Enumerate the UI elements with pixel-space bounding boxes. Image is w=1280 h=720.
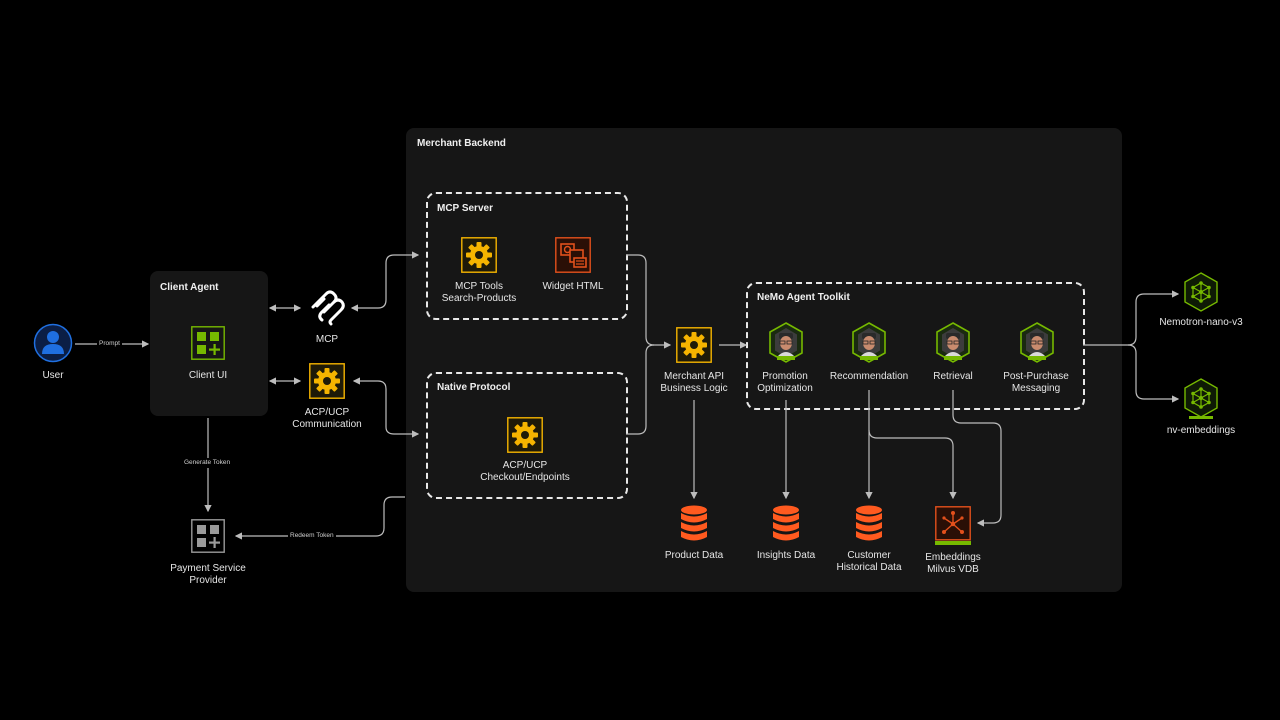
payment-provider-icon [191,519,225,558]
prompt-label: Prompt [97,339,122,349]
client-agent-panel [150,271,268,416]
client-ui-icon [191,326,225,365]
nemotron-model-icon [1183,272,1219,317]
agent-avatar-icon [768,322,804,369]
agent-avatar-icon [1019,322,1055,369]
client-ui-label: Client UI [188,370,228,381]
agent-retrieval-label: Retrieval [933,371,973,382]
acp-communication-label-2: Communication [292,419,362,430]
generate-token-label: Generate Token [182,458,233,468]
checkout-gear-icon [507,417,543,458]
nv-embeddings-label: nv-embeddings [1166,425,1236,436]
agent-post-purchase-label-2: Messaging [1011,383,1061,394]
nemotron-label: Nemotron-nano-v3 [1159,317,1243,328]
insights-data-label: Insights Data [756,550,816,561]
embeddings-label-2: Milvus VDB [927,564,979,575]
nemo-toolkit-title: NeMo Agent Toolkit [757,292,850,303]
mcp-server-group [426,192,628,320]
client-agent-title: Client Agent [160,282,219,293]
mcp-tools-label-2: Search-Products [441,293,517,304]
user-icon [33,323,73,368]
checkout-label-1: ACP/UCP [502,460,548,471]
vector-db-icon [935,506,971,551]
mcp-server-title: MCP Server [437,203,493,214]
payment-provider-label-1: Payment Service [170,563,246,574]
mcp-icon [309,290,345,331]
agent-avatar-icon [851,322,887,369]
agent-recommendation-label: Recommendation [829,371,909,382]
merchant-api-label-2: Business Logic [660,383,728,394]
database-icon [855,505,883,548]
mcp-tools-label-1: MCP Tools [455,281,503,292]
embeddings-model-icon [1183,378,1219,425]
redeem-token-label: Redeem Token [288,531,336,541]
customer-data-label-1: Customer [847,550,891,561]
merchant-api-label-1: Merchant API [663,371,725,382]
native-protocol-group [426,372,628,499]
database-icon [680,505,708,548]
agent-promotion-label-2: Optimization [757,383,813,394]
embeddings-label-1: Embeddings [925,552,981,563]
acp-communication-label-1: ACP/UCP [304,407,350,418]
user-label: User [42,370,64,381]
widget-html-label: Widget HTML [542,281,604,292]
native-protocol-title: Native Protocol [437,382,511,393]
checkout-label-2: Checkout/Endpoints [480,472,570,483]
acp-gear-icon [309,363,345,404]
customer-data-label-2: Historical Data [836,562,902,573]
widget-html-icon [555,237,591,278]
merchant-backend-panel [406,128,1122,592]
agent-promotion-label-1: Promotion [762,371,808,382]
mcp-label: MCP [315,334,339,345]
agent-post-purchase-label-1: Post-Purchase [1003,371,1069,382]
database-icon [772,505,800,548]
agent-avatar-icon [935,322,971,369]
mcp-tools-gear-icon [461,237,497,278]
merchant-api-gear-icon [676,327,712,368]
merchant-backend-title: Merchant Backend [417,138,506,149]
payment-provider-label-2: Provider [189,575,227,586]
product-data-label: Product Data [664,550,724,561]
